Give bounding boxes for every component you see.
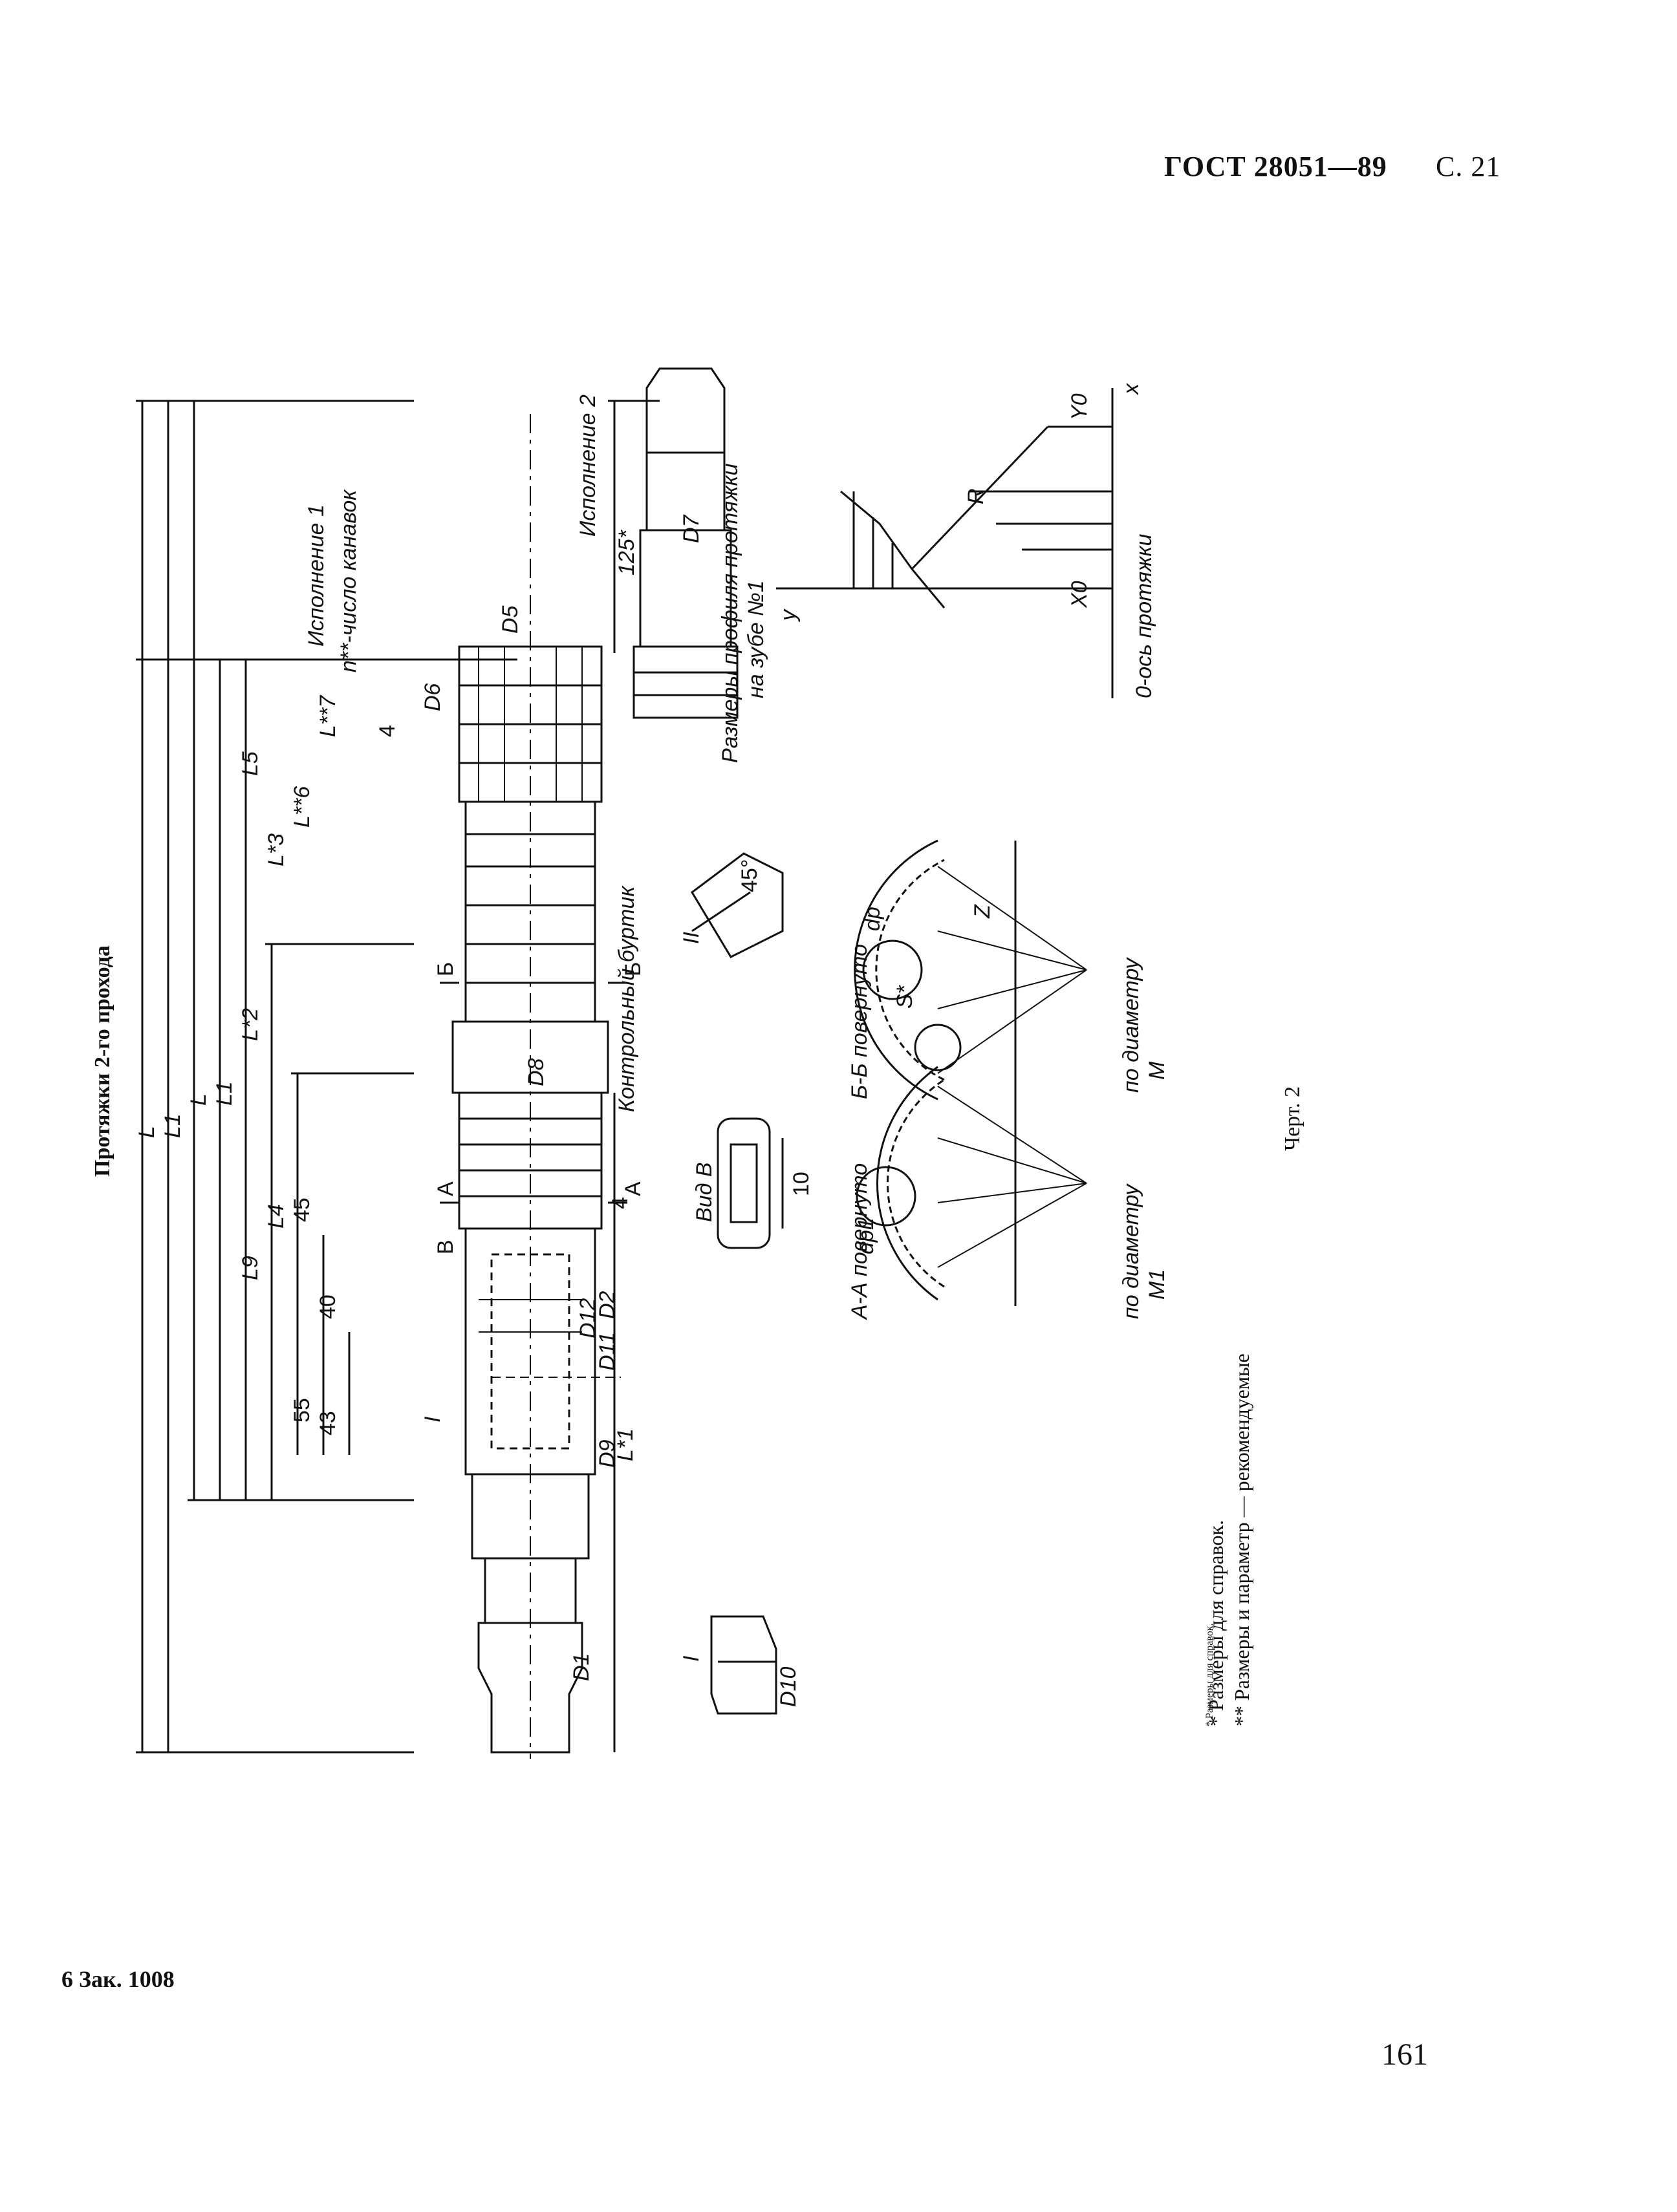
detail-2-title: II: [679, 932, 704, 944]
detail-1-marker: I: [420, 1416, 445, 1423]
dim-Y0: Y0: [1067, 393, 1092, 420]
dim-Z: Z: [970, 904, 995, 919]
profile-title-line2: на зубе №1: [744, 580, 768, 698]
dim-L1: L1: [160, 1113, 185, 1138]
dim-dp: dp: [860, 907, 885, 931]
dim-10: 10: [789, 1172, 814, 1196]
dim-D9: D9: [595, 1439, 620, 1468]
by-diameter-2: по диаметру: [1119, 957, 1143, 1093]
figure-caption: Черт. 2: [1281, 1086, 1304, 1151]
footnote-1-text: * Размеры для справок.: [1204, 1519, 1228, 1726]
dim-L1-star: L*1: [613, 1428, 638, 1461]
axis-label: 0-ось протяжки: [1132, 533, 1156, 698]
dim-R: R: [964, 488, 988, 504]
dim-L9: L9: [238, 1256, 263, 1280]
cut-B-top: Б: [433, 962, 458, 976]
section-bb-title: Б-Б повернуто: [847, 944, 872, 1099]
page-reference: С. 21: [1436, 151, 1501, 182]
dim-dp1: dp1: [854, 1218, 878, 1254]
dim-L5: L5: [238, 751, 263, 776]
axis-y: y: [776, 608, 801, 622]
broach-drawing: L L1 L L1 L*2 L*3 L5 L**6 L**7 L4 L9 L*1…: [135, 367, 1169, 1759]
standard-number: ГОСТ 28051—89: [1164, 151, 1387, 182]
dim-X0: X0: [1067, 581, 1092, 608]
dim-43: 43: [316, 1411, 340, 1435]
dim-D6: D6: [420, 683, 445, 711]
dim-45: 45: [290, 1197, 314, 1222]
profile-title-line1: Размеры профиля протяжки: [718, 463, 742, 763]
dim-M: M: [1145, 1061, 1169, 1080]
dim-D7: D7: [679, 514, 704, 543]
dim-D2: D2: [595, 1291, 620, 1319]
control-collar-label: Контрольный буртик: [614, 885, 639, 1112]
dim-55: 55: [290, 1398, 314, 1423]
variant-1-label: Исполнение 1: [304, 504, 329, 647]
dim-L-inner: L: [186, 1093, 211, 1106]
footnote-2-text: ** Размеры и параметр — рекомендуемые: [1230, 1353, 1253, 1726]
dim-L3: L*3: [264, 833, 288, 866]
dim-45deg: 45°: [737, 859, 762, 892]
dim-D8: D8: [524, 1058, 548, 1086]
dim-L1-inner: L1: [212, 1081, 237, 1106]
dim-L7: L**7: [316, 695, 340, 737]
axis-x: x: [1119, 383, 1143, 396]
page-number: 161: [1381, 2037, 1428, 2072]
dim-D12: D12: [576, 1298, 600, 1338]
view-V-marker: В: [433, 1240, 458, 1254]
dim-L2: L*2: [238, 1008, 263, 1041]
detail-1-title: I: [679, 1655, 704, 1662]
cut-A-top: А: [433, 1181, 458, 1196]
view-V-title: Вид В: [692, 1162, 717, 1222]
variant-2-label: Исполнение 2: [576, 394, 600, 537]
section-aa-title: А-А повернуто: [847, 1163, 872, 1320]
dim-D5: D5: [498, 605, 523, 634]
cut-A-bottom: А: [621, 1181, 645, 1196]
dim-L: L: [135, 1126, 159, 1138]
dim-40: 40: [316, 1294, 340, 1319]
by-diameter-1: по диаметру: [1119, 1183, 1143, 1319]
dim-D10: D10: [776, 1667, 801, 1707]
dim-L4: L4: [264, 1204, 288, 1229]
dim-125: 125*: [614, 529, 639, 575]
groove-note: n**-число канавок: [336, 489, 361, 672]
dim-4a: 4: [375, 725, 400, 737]
order-number: 6 Зак. 1008: [61, 1966, 175, 1992]
cut-B-bottom: Б: [621, 962, 645, 976]
dim-D1: D1: [569, 1653, 594, 1681]
dim-D11: D11: [595, 1332, 620, 1371]
drawing-title: Протяжки 2-го прохода: [91, 945, 114, 1177]
dim-M1: M1: [1145, 1269, 1169, 1300]
dim-4b: 4: [608, 1197, 633, 1209]
dim-L6: L**6: [290, 786, 314, 828]
dim-S: S*: [893, 984, 917, 1009]
